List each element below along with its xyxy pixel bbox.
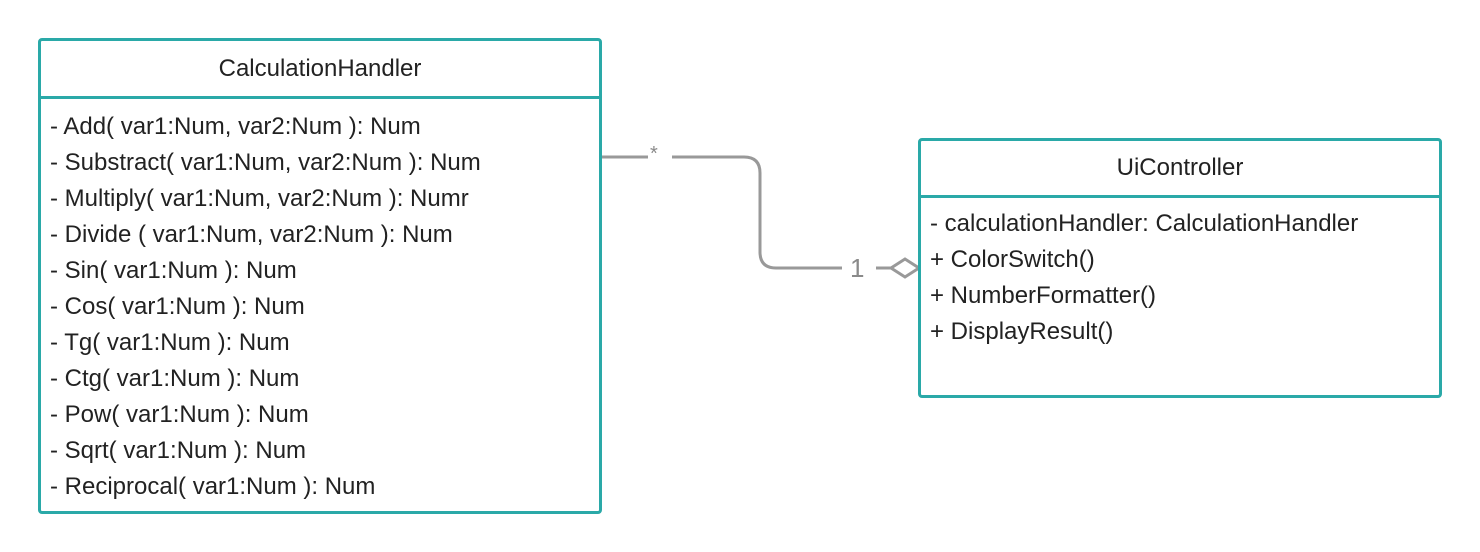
member-add: - Add( var1:Num, var2:Num ): Num [50,113,421,140]
member-substract: - Substract( var1:Num, var2:Num ): Num [50,149,481,176]
class-members-calculation-handler: - Add( var1:Num, var2:Num ): Num - Subst… [41,99,599,505]
member-cos: - Cos( var1:Num ): Num [50,293,305,320]
member-sin: - Sin( var1:Num ): Num [50,257,297,284]
class-name-ui-controller: UiController [921,141,1439,198]
member-display-result: + DisplayResult() [930,318,1114,345]
multiplicity-one-label: 1 [850,253,865,283]
member-color-switch: + ColorSwitch() [930,246,1095,273]
multiplicity-many-label: * [650,143,658,165]
member-divide: - Divide ( var1:Num, var2:Num ): Num [50,221,453,248]
member-calculation-handler: - calculationHandler: CalculationHandler [930,210,1359,237]
member-ctg: - Ctg( var1:Num ): Num [50,365,300,392]
member-sqrt: - Sqrt( var1:Num ): Num [50,437,307,464]
member-pow: - Pow( var1:Num ): Num [50,401,309,428]
aggregation-diamond-icon [888,257,922,279]
class-members-ui-controller: - calculationHandler: CalculationHandler… [921,198,1439,350]
class-name-calculation-handler: CalculationHandler [41,41,599,99]
member-multiply: - Multiply( var1:Num, var2:Num ): Numr [50,185,469,212]
class-ui-controller[interactable]: UiController - calculationHandler: Calcu… [918,138,1442,398]
member-tg: - Tg( var1:Num ): Num [50,329,290,356]
member-reciprocal: - Reciprocal( var1:Num ): Num [50,473,376,500]
member-number-formatter: + NumberFormatter() [930,282,1157,309]
association-line [602,155,891,270]
class-calculation-handler[interactable]: CalculationHandler - Add( var1:Num, var2… [38,38,602,514]
